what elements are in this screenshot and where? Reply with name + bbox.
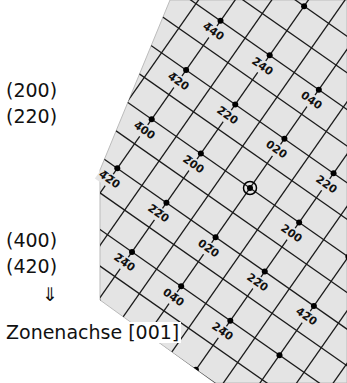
grid-line xyxy=(0,183,347,383)
grid-line xyxy=(0,0,255,383)
grid-line xyxy=(0,0,304,383)
reflection-spot xyxy=(149,116,155,122)
reflection-spot xyxy=(114,165,120,171)
reflection-spot xyxy=(232,101,238,107)
reflection-spot xyxy=(183,67,189,73)
reflection-spot xyxy=(218,18,224,24)
grid-line xyxy=(46,0,347,193)
grid-line xyxy=(294,19,347,383)
reflection-spot xyxy=(134,33,140,39)
reflection-spot xyxy=(198,151,204,157)
reflection-label: (400) xyxy=(4,230,59,251)
grid-line xyxy=(0,0,347,267)
reflection-spot xyxy=(31,180,37,186)
reflection-label: (200) xyxy=(4,80,59,101)
reflection-spot xyxy=(163,200,169,206)
reflection-spot xyxy=(247,185,253,191)
grid-line xyxy=(0,0,347,365)
grid-line xyxy=(12,0,347,242)
reflection-spot xyxy=(267,52,273,58)
grid-line xyxy=(0,232,347,383)
grid-line xyxy=(98,0,347,119)
reflection-label: (420) xyxy=(4,256,59,277)
reflection-spot xyxy=(95,298,101,304)
grid-line xyxy=(81,0,347,144)
reflection-spot xyxy=(11,313,17,319)
grid-line xyxy=(220,0,347,383)
grid-line xyxy=(63,0,347,168)
reflection-spot xyxy=(276,352,282,358)
grid-line xyxy=(0,0,347,316)
grid-line xyxy=(0,257,347,383)
reflection-spot xyxy=(213,234,219,240)
grid-line xyxy=(0,85,347,383)
grid-line xyxy=(0,0,347,340)
reflection-label: (220) xyxy=(4,106,59,127)
reflection-spot xyxy=(227,318,233,324)
grid-line xyxy=(29,0,347,218)
grid-line xyxy=(171,0,347,383)
primary-beam-ring xyxy=(244,182,257,195)
reflection-spot xyxy=(1,13,7,19)
reflection-spot xyxy=(193,367,199,373)
grid-line xyxy=(0,0,181,340)
reflection-spot xyxy=(129,249,135,255)
reflection-spot xyxy=(316,87,322,93)
grid-line xyxy=(0,36,347,383)
grid-line xyxy=(196,0,347,383)
reflection-spot xyxy=(0,229,2,235)
reflection-spot xyxy=(281,136,287,142)
grid-line xyxy=(0,0,206,357)
reflection-label: ⇓ xyxy=(40,284,60,305)
reflection-spot xyxy=(60,347,66,353)
grid-line xyxy=(0,109,347,383)
grid-line xyxy=(0,60,347,383)
reflection-spot xyxy=(50,47,56,53)
grid-line xyxy=(0,0,347,291)
reflection-spot xyxy=(80,214,86,220)
reflection-spot xyxy=(178,283,184,289)
reflection-spot xyxy=(301,3,307,9)
grid-line xyxy=(245,0,347,383)
reflection-spot xyxy=(345,254,347,260)
reflection-spot xyxy=(311,303,317,309)
grid-line xyxy=(0,11,347,383)
reflection-spot xyxy=(109,382,115,383)
reflection-label: Zonenachse [001] xyxy=(4,322,181,343)
reflection-spot xyxy=(331,170,337,176)
reflection-spot xyxy=(296,219,302,225)
reflection-spot xyxy=(100,82,106,88)
grid-line xyxy=(319,36,347,383)
grid-line xyxy=(0,208,347,383)
reflection-spot xyxy=(262,269,268,275)
grid-line xyxy=(0,0,329,383)
reflection-spot xyxy=(85,0,91,4)
reflection-spot xyxy=(65,131,71,137)
grid-line xyxy=(270,1,347,383)
